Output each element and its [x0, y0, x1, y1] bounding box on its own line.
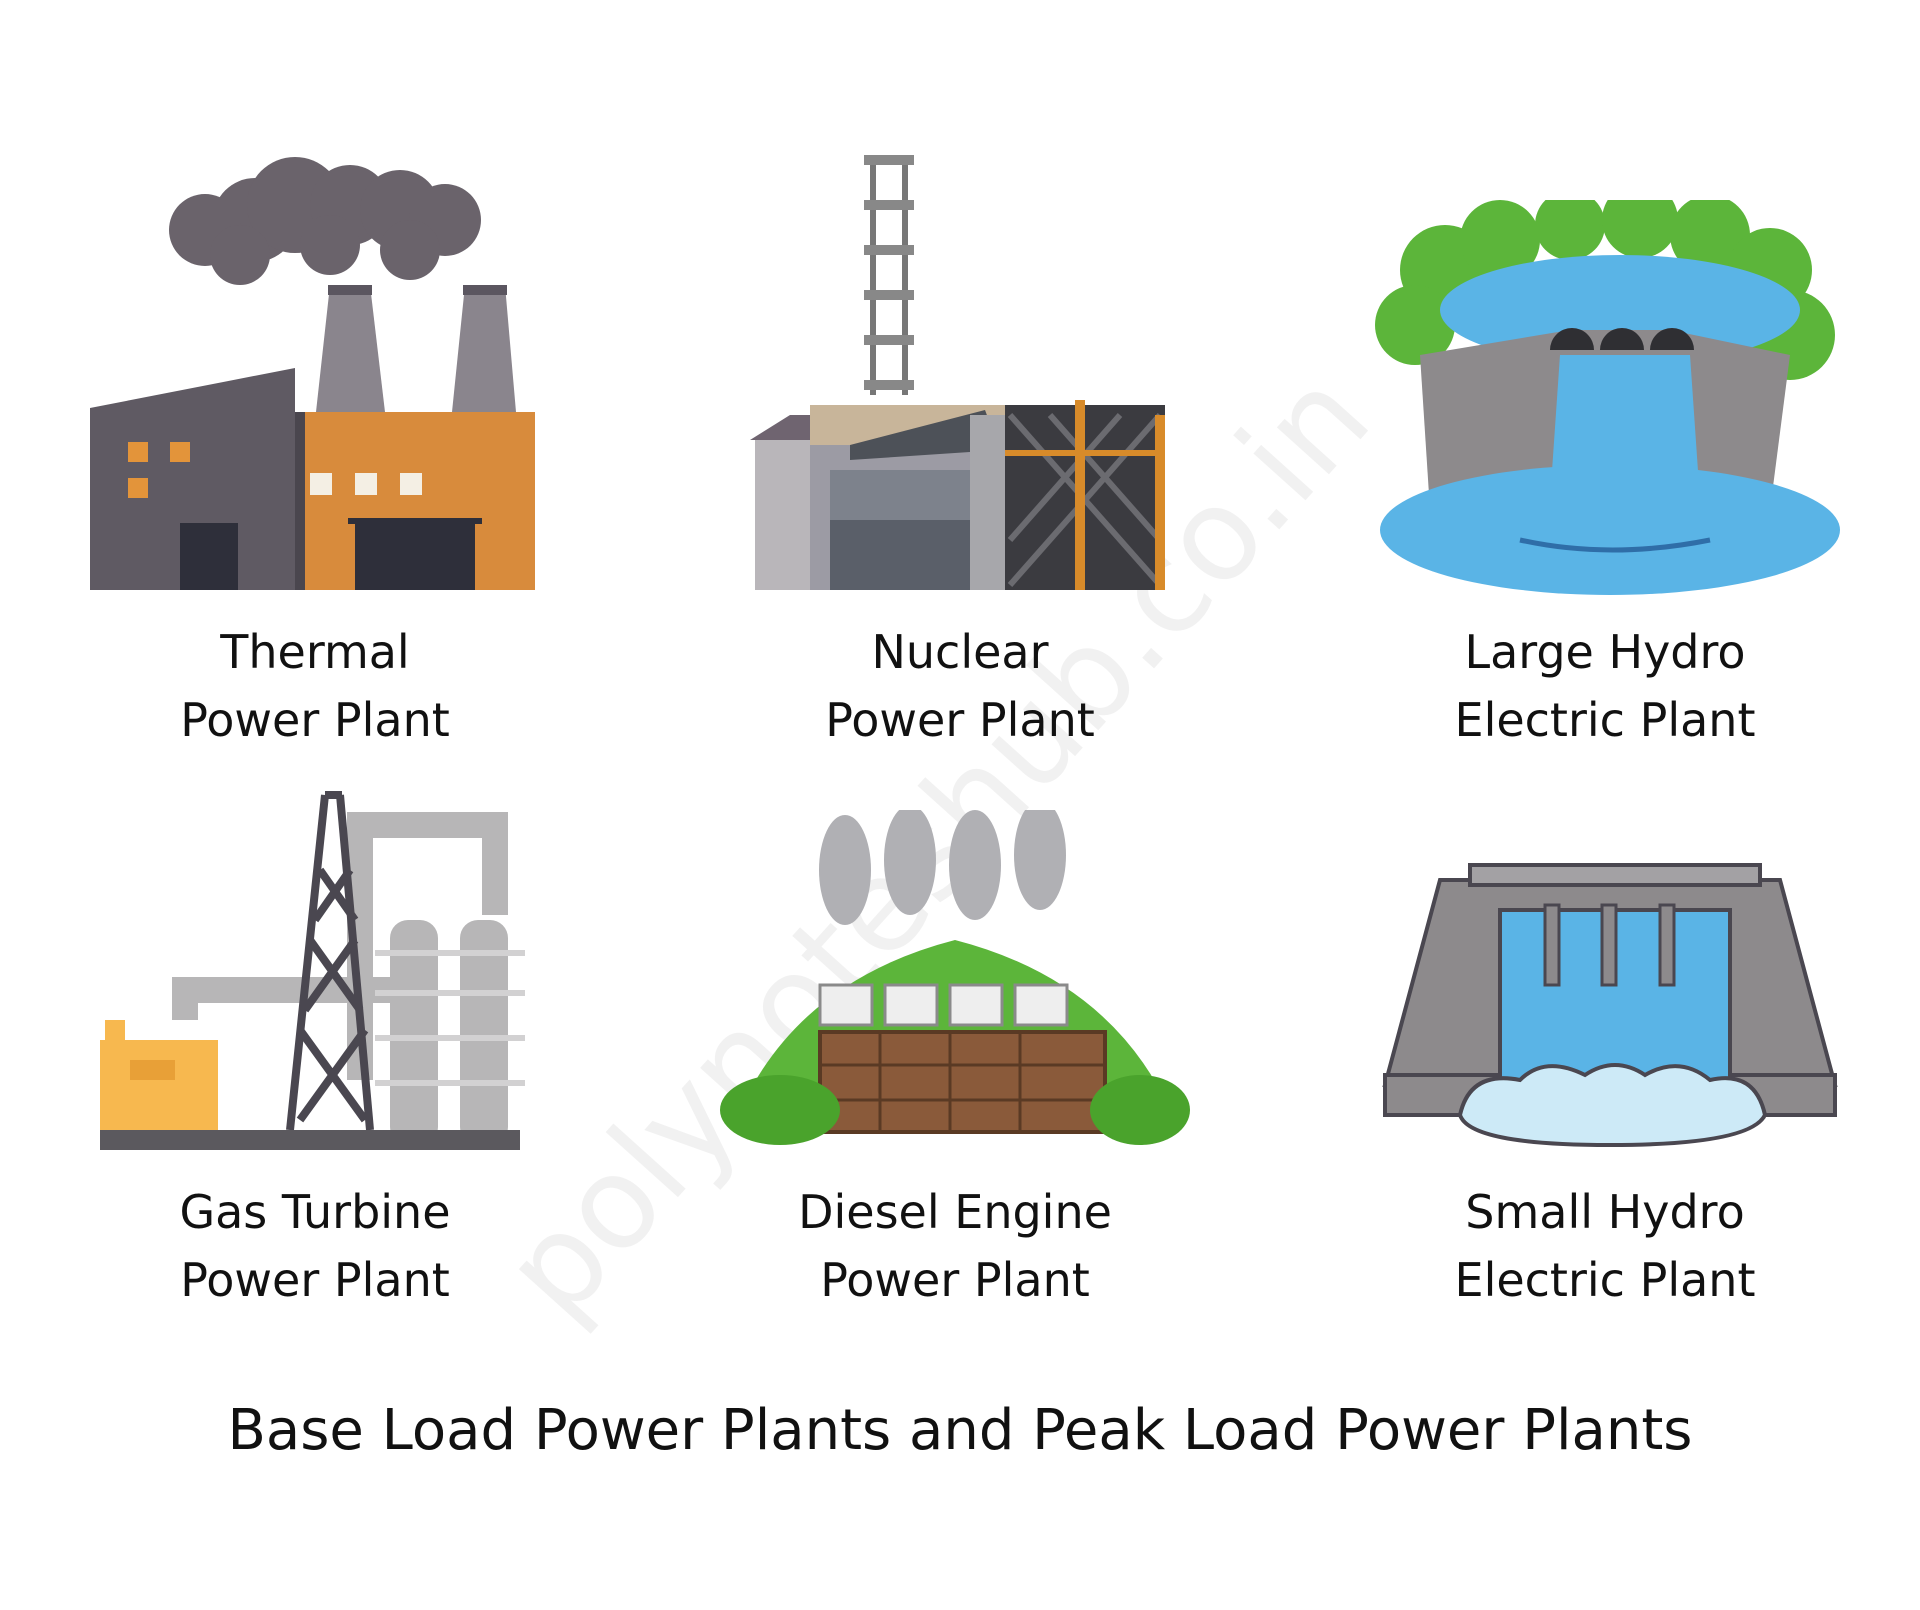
label-line1: Thermal: [220, 625, 410, 679]
plant-label: Diesel Engine Power Plant: [750, 1178, 1160, 1314]
plant-label: Large Hydro Electric Plant: [1400, 618, 1810, 754]
gas-turbine-icon: [100, 791, 525, 1150]
label-line2: Power Plant: [180, 1253, 450, 1307]
plant-label: Small Hydro Electric Plant: [1400, 1178, 1810, 1314]
label-line1: Nuclear: [871, 625, 1049, 679]
label-line2: Power Plant: [180, 693, 450, 747]
plant-label: Nuclear Power Plant: [755, 618, 1165, 754]
small-hydro-icon: [1382, 863, 1838, 1148]
diesel-engine-icon: [720, 810, 1190, 1145]
label-line1: Gas Turbine: [179, 1185, 451, 1239]
page-caption: Base Load Power Plants and Peak Load Pow…: [227, 1398, 1693, 1463]
label-line1: Small Hydro: [1465, 1185, 1745, 1239]
nuclear-plant-icon: [750, 155, 1165, 590]
plant-label: Thermal Power Plant: [110, 618, 520, 754]
label-line2: Electric Plant: [1454, 693, 1756, 747]
label-line2: Electric Plant: [1454, 1253, 1756, 1307]
label-line1: Large Hydro: [1464, 625, 1746, 679]
label-line2: Power Plant: [820, 1253, 1090, 1307]
large-hydro-icon: [1375, 200, 1840, 595]
thermal-plant-icon: [90, 157, 535, 590]
label-line2: Power Plant: [825, 693, 1095, 747]
label-line1: Diesel Engine: [798, 1185, 1112, 1239]
plant-label: Gas Turbine Power Plant: [110, 1178, 520, 1314]
